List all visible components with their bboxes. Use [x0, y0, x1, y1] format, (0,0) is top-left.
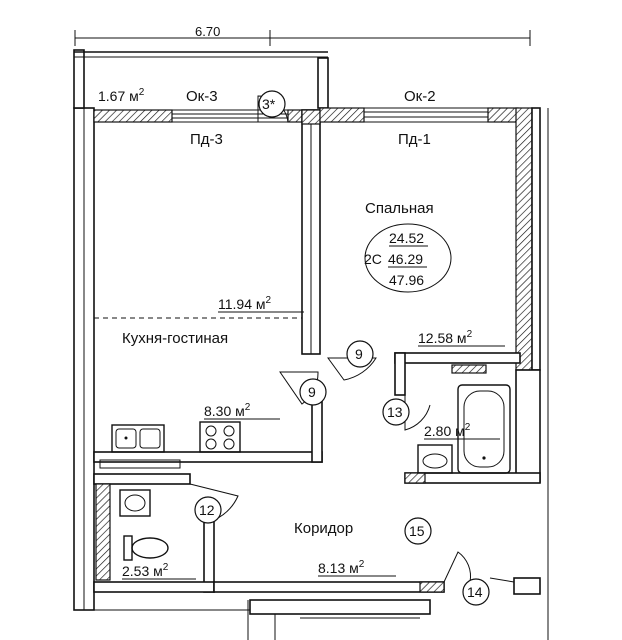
bathtub-icon — [457, 384, 511, 474]
svg-text:14: 14 — [467, 584, 483, 600]
kitchen-area: 8.30 м2 — [204, 402, 251, 419]
living-area: 11.94 м2 — [218, 295, 272, 312]
top-wall-bedroom — [319, 107, 365, 123]
bathroom-sink-icon — [417, 444, 453, 474]
stove-icon — [199, 421, 241, 453]
door-pd3-label: Пд-3 — [190, 131, 223, 148]
summary-value-1: 24.52 — [389, 230, 424, 246]
wc-sink-icon — [119, 489, 151, 517]
door-marker-15: 15 — [404, 517, 432, 545]
top-dimension: 6.70 — [74, 24, 531, 46]
svg-text:13: 13 — [387, 404, 403, 420]
window-ok2 — [364, 107, 488, 123]
kitchen-sink-icon — [111, 424, 165, 453]
door-marker-3: 3* — [258, 90, 286, 118]
toilet-icon — [123, 535, 169, 561]
svg-text:12: 12 — [199, 502, 215, 518]
entrance-wall — [513, 577, 541, 595]
bedroom-area: 12.58 м2 — [418, 329, 473, 346]
top-wall-living — [93, 109, 173, 123]
door-marker-9b: 9 — [299, 378, 327, 406]
corridor-name: Коридор — [294, 520, 353, 537]
door-marker-9a: 9 — [346, 340, 374, 368]
door-marker-12: 12 — [194, 496, 222, 524]
top-dimension-label: 6.70 — [195, 24, 220, 39]
svg-text:9: 9 — [308, 384, 316, 400]
apartment-summary: 24.52 2С 46.29 47.96 — [364, 223, 452, 293]
wc-top-wall — [93, 473, 191, 485]
loggia-left-wall — [73, 49, 85, 109]
loggia-area: 1.67 м2 — [98, 87, 145, 104]
window-ok2-label: Ок-2 — [404, 88, 436, 105]
loggia-right-wall — [317, 57, 329, 109]
corridor-area: 8.13 м2 — [318, 559, 365, 576]
bottom-wall — [213, 581, 445, 593]
wc-bottom-wall — [93, 581, 215, 593]
bathroom-left-wall — [394, 352, 406, 396]
bedroom-name: Спальная — [365, 200, 434, 217]
wc-area: 2.53 м2 — [122, 562, 169, 579]
door-pd1-label: Пд-1 — [398, 131, 431, 148]
door-marker-14: 14 — [462, 578, 490, 606]
right-outer-wall — [515, 107, 533, 371]
svg-text:3*: 3* — [262, 96, 276, 112]
svg-text:15: 15 — [409, 523, 425, 539]
summary-value-3: 47.96 — [389, 272, 424, 288]
svg-text:9: 9 — [355, 346, 363, 362]
radiator — [99, 459, 181, 469]
bathroom-area: 2.80 м2 — [424, 422, 471, 439]
window-ok3-label: Ок-3 — [186, 88, 218, 105]
door-marker-13: 13 — [382, 398, 410, 426]
summary-value-2: 46.29 — [388, 251, 423, 267]
summary-prefix: 2С — [364, 251, 382, 267]
living-name: Кухня-гостиная — [122, 330, 228, 347]
bedroom-bottom-wall — [394, 352, 521, 364]
